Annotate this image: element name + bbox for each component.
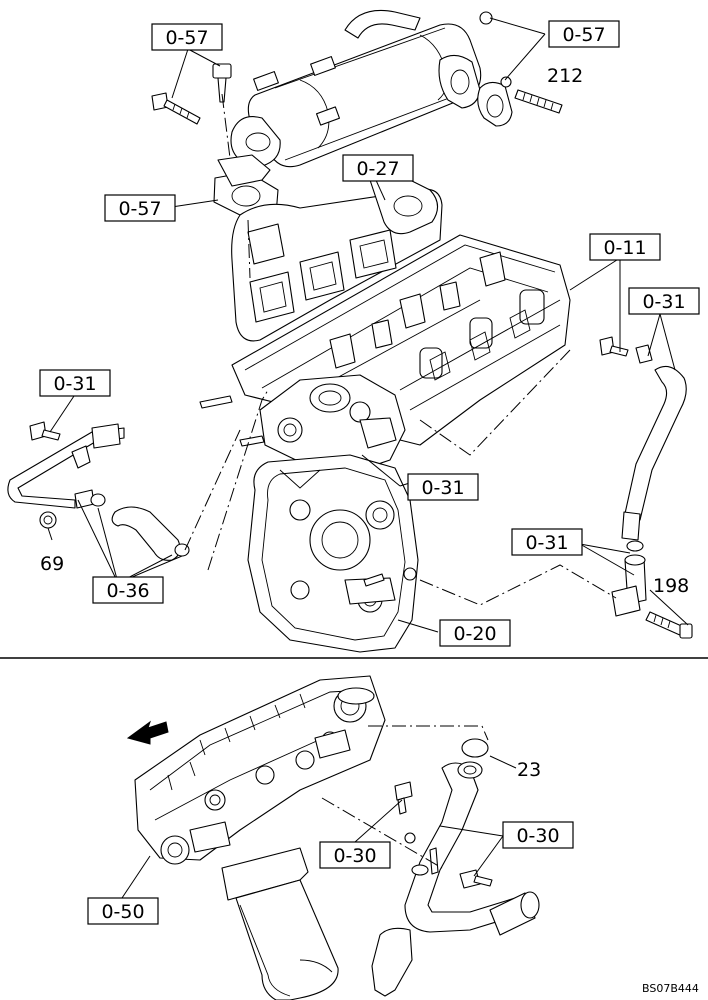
center-lines-top <box>184 93 617 606</box>
bypass-hose <box>39 493 190 561</box>
callout-box-0-31-lower-right: 0-31 <box>511 528 583 556</box>
leaders-bottom <box>121 755 517 899</box>
callout-box-0-20: 0-20 <box>439 619 511 647</box>
callout-label: 0-31 <box>642 291 685 313</box>
callout-box-0-30-right: 0-30 <box>502 821 574 849</box>
water-pipe-lower <box>371 761 540 997</box>
callout-label: 0-20 <box>453 623 496 645</box>
callout-box-0-57-upper-right: 0-57 <box>548 20 620 48</box>
housing-studs <box>199 395 417 587</box>
callout-label: 0-30 <box>516 825 559 847</box>
part-number-198: 198 <box>653 575 689 597</box>
egr-cooler <box>230 9 482 168</box>
egr-flange <box>438 11 563 127</box>
leaders-top <box>47 17 689 633</box>
oil-cooler-housing <box>134 675 386 865</box>
o-ring-icon <box>461 738 489 758</box>
callout-box-0-30-left: 0-30 <box>319 841 391 869</box>
callout-label: 0-30 <box>333 845 376 867</box>
callout-box-0-27: 0-27 <box>342 154 414 182</box>
thermostat-housing <box>259 374 406 471</box>
bolts-upper-left <box>151 63 232 125</box>
drawing-code: BS07B444 <box>642 982 699 995</box>
callout-box-0-50: 0-50 <box>87 897 159 925</box>
callout-box-0-31-left: 0-31 <box>39 369 111 397</box>
callout-label: 0-31 <box>525 532 568 554</box>
fitting-198 <box>611 540 693 639</box>
front-timing-cover <box>247 454 419 653</box>
front-direction-arrow-icon <box>126 720 169 745</box>
callout-box-0-31-center: 0-31 <box>407 473 479 501</box>
callout-box-0-11: 0-11 <box>589 233 661 261</box>
callout-label: 0-57 <box>118 198 161 220</box>
callout-box-0-57-left: 0-57 <box>104 194 176 222</box>
exhaust-manifold <box>231 172 443 342</box>
callout-label: 0-57 <box>562 24 605 46</box>
callout-label: 0-31 <box>53 373 96 395</box>
callout-label: 0-50 <box>101 901 144 923</box>
right-water-hose <box>599 336 687 541</box>
callout-label: 0-57 <box>165 27 208 49</box>
center-lines-bottom <box>321 725 489 869</box>
part-number-69: 69 <box>40 553 64 575</box>
callout-label: 0-27 <box>356 158 399 180</box>
part-number-23: 23 <box>517 759 541 781</box>
callout-label: 0-31 <box>421 477 464 499</box>
left-water-pipe <box>7 421 125 509</box>
callout-box-0-57-upper-left: 0-57 <box>151 23 223 51</box>
oil-filter <box>221 847 339 1000</box>
bolts-lower <box>394 781 493 889</box>
callout-box-0-31-right: 0-31 <box>628 287 700 315</box>
callout-label: 0-11 <box>603 237 646 259</box>
callout-label: 0-36 <box>106 580 149 602</box>
callout-box-0-36: 0-36 <box>92 576 164 604</box>
part-number-212: 212 <box>547 65 583 87</box>
